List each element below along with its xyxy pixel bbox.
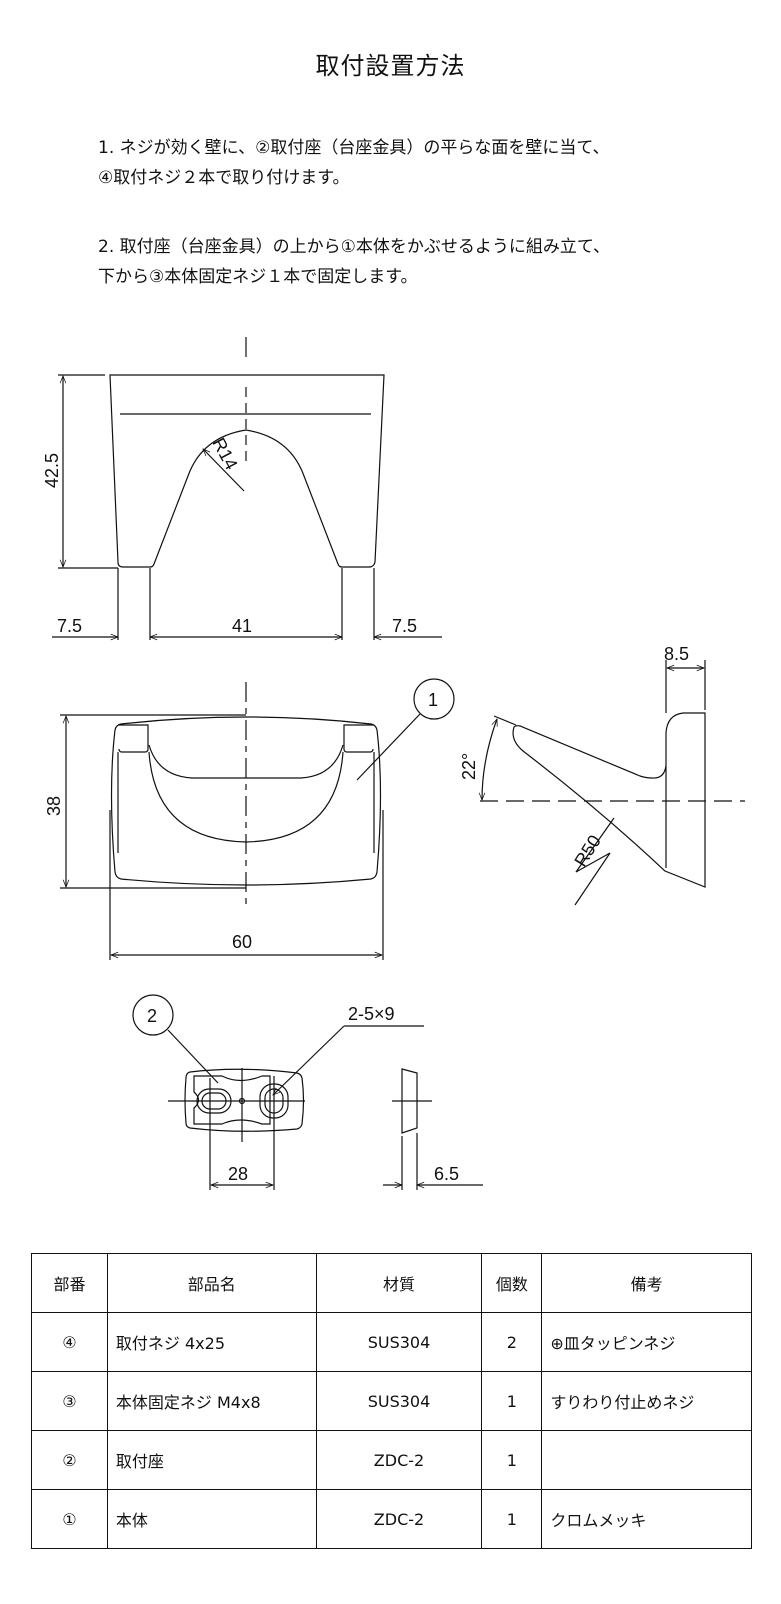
part-1-balloon-label: 1 [428,690,438,710]
material: SUS304 [315,1312,483,1372]
front-view: 1 38 60 [44,678,455,960]
right-width-label: 7.5 [392,616,417,636]
pitch-28-label: 28 [228,1164,248,1184]
height-38-label: 38 [44,796,64,816]
radius-r14-label: R14 [208,434,241,473]
thickness-label: 6.5 [434,1164,459,1184]
technical-drawing: R14 42.5 7.5 41 7.5 1 38 [42,337,745,1190]
material: SUS304 [315,1371,483,1431]
instruction-step-2: 2. 取付座（台座金具）の上から①本体をかぶせるように組み立て、 下から③本体固… [98,232,610,292]
header-quantity: 個数 [481,1253,543,1313]
height-42-5-label: 42.5 [42,453,62,488]
quantity: 1 [481,1430,543,1490]
part-name: 本体 [106,1489,317,1549]
header-material: 材質 [315,1253,483,1313]
top-view: R14 42.5 7.5 41 7.5 [42,337,442,641]
base-view: 2 28 2-5×9 6.5 [132,994,483,1190]
depth-8-5-label: 8.5 [664,644,689,664]
part-no: ② [31,1430,108,1490]
table-row: ④ 取付ネジ 4x25 SUS304 2 ⊕皿タッピンネジ [31,1312,752,1372]
header-part-no: 部番 [31,1253,108,1313]
quantity: 1 [481,1489,543,1549]
quantity: 1 [481,1371,543,1431]
note: ⊕皿タッピンネジ [541,1312,752,1372]
material: ZDC-2 [315,1489,483,1549]
table-row: ② 取付座 ZDC-2 1 [31,1430,752,1490]
part-no: ③ [31,1371,108,1431]
side-view: 8.5 22° R50 [459,644,745,906]
left-width-label: 7.5 [57,616,82,636]
note [541,1430,752,1490]
step-1-line-2: ④取付ネジ２本で取り付けます。 [98,168,350,188]
instruction-step-1: 1. ネジが効く壁に、②取付座（台座金具）の平らな面を壁に当て、 ④取付ネジ２本… [98,133,610,193]
part-name: 本体固定ネジ M4x8 [106,1371,317,1431]
note: クロムメッキ [541,1489,752,1549]
width-60-label: 60 [232,932,252,952]
header-notes: 備考 [541,1253,752,1313]
part-no: ④ [31,1312,108,1372]
part-name: 取付ネジ 4x25 [106,1312,317,1372]
part-name: 取付座 [106,1430,317,1490]
material: ZDC-2 [315,1430,483,1490]
parts-table: 部番 部品名 材質 個数 備考 ④ 取付ネジ 4x25 SUS304 2 ⊕皿タ… [31,1253,752,1549]
table-row: ① 本体 ZDC-2 1 クロムメッキ [31,1489,752,1549]
table-header-row: 部番 部品名 材質 個数 備考 [31,1253,752,1313]
part-2-balloon-label: 2 [147,1006,157,1026]
quantity: 2 [481,1312,543,1372]
angle-22-label: 22° [459,753,479,780]
slot-label: 2-5×9 [348,1004,395,1024]
header-part-name: 部品名 [106,1253,317,1313]
step-2-line-1: 2. 取付座（台座金具）の上から①本体をかぶせるように組み立て、 [98,237,611,257]
page-title: 取付設置方法 [315,52,466,80]
part-no: ① [31,1489,108,1549]
note: すりわり付止めネジ [541,1371,752,1431]
center-width-label: 41 [232,616,252,636]
step-1-line-1: 1. ネジが効く壁に、②取付座（台座金具）の平らな面を壁に当て、 [98,138,610,158]
table-row: ③ 本体固定ネジ M4x8 SUS304 1 すりわり付止めネジ [31,1371,752,1431]
step-2-line-2: 下から③本体固定ネジ１本で固定します。 [98,267,418,287]
